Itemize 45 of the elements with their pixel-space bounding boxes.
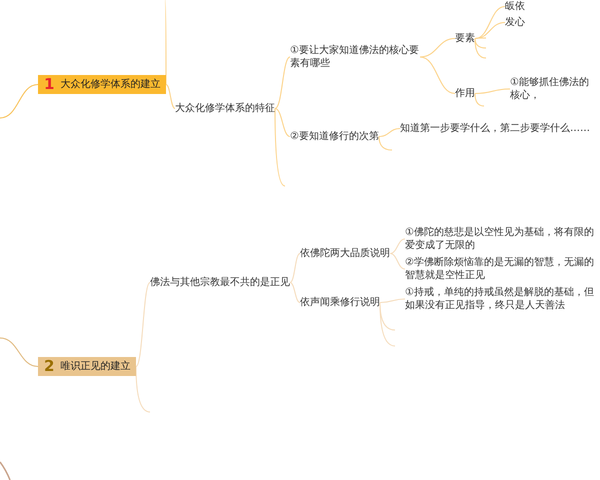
topic-text: 依佛陀两大品质说明 bbox=[300, 247, 390, 260]
topic-title: 大众化修学体系的建立 bbox=[60, 78, 160, 92]
branch-line bbox=[274, 56, 290, 109]
branch-line bbox=[420, 56, 456, 94]
branch-line bbox=[474, 6, 506, 39]
branch-line bbox=[274, 108, 286, 186]
topic-text: ①持戒，单纯的持戒虽然是解脱的基础，但如果没有正见指导，终只是人天善法 bbox=[405, 286, 597, 312]
topic-number: 1 bbox=[44, 77, 54, 92]
branch-line bbox=[380, 302, 396, 346]
branch-line bbox=[390, 253, 406, 270]
topic-text: ①能够抓住佛法的核心， bbox=[510, 76, 598, 102]
branch-line bbox=[474, 38, 486, 39]
branch-line bbox=[390, 238, 406, 254]
topic-text: 作用 bbox=[455, 87, 475, 100]
topic-text: 皈依 bbox=[505, 0, 525, 13]
topic-text: 发心 bbox=[505, 16, 525, 29]
branch-line bbox=[378, 136, 392, 150]
topic-box bbox=[38, 357, 136, 376]
branch-line bbox=[474, 22, 506, 39]
branch-line bbox=[474, 38, 486, 48]
branch-line bbox=[290, 282, 300, 303]
topic-text: 知道第一步要学什么，第二步要学什么…… bbox=[400, 122, 596, 135]
branch-line bbox=[378, 128, 400, 137]
branch-line bbox=[420, 38, 456, 58]
branch-line bbox=[380, 298, 406, 303]
branch-line bbox=[474, 93, 484, 106]
branch-line bbox=[0, 338, 38, 367]
branch-line bbox=[474, 38, 486, 58]
branch-line bbox=[0, 84, 38, 118]
branch-line bbox=[474, 88, 510, 94]
topic-text: ①要让大家知道佛法的核心要素有哪些 bbox=[290, 44, 420, 70]
branch-line bbox=[166, 84, 176, 109]
branch-line bbox=[290, 253, 300, 283]
topic-box bbox=[38, 75, 166, 94]
topic-text: ①佛陀的慈悲是以空性见为基础，将有限的爱变成了无限的 bbox=[405, 226, 597, 252]
topic-text: ②学佛断除烦恼靠的是无漏的智慧，无漏的智慧就是空性正见 bbox=[405, 256, 597, 282]
branch-line bbox=[274, 108, 290, 137]
topic-number: 2 bbox=[44, 359, 54, 374]
topic-title: 唯识正见的建立 bbox=[60, 360, 130, 374]
topic-text: 大众化修学体系的特征 bbox=[175, 102, 275, 115]
topic-text: 佛法与其他宗教最不共的是正见 bbox=[150, 276, 290, 289]
topic-text: ②要知道修行的次第 bbox=[290, 130, 379, 143]
topic-text: 依声闻乘修行说明 bbox=[300, 296, 380, 309]
topic-text: 要素 bbox=[455, 32, 475, 45]
branch-line bbox=[136, 282, 150, 367]
